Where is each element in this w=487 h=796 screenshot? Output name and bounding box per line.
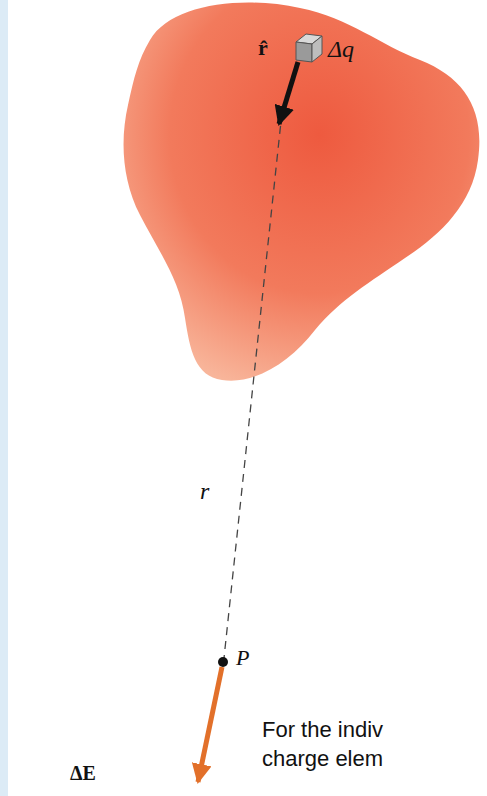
- charge-element-label: Δq: [328, 36, 354, 62]
- field-point: [218, 657, 228, 667]
- charge-distribution: [124, 3, 480, 381]
- caption-text: For the indiv charge elem: [262, 716, 422, 773]
- charge-element-cube: [296, 34, 322, 62]
- unit-vector-arrow: [279, 62, 298, 124]
- unit-vector-label: r̂: [258, 36, 268, 60]
- distance-label: r: [200, 478, 209, 504]
- field-label: ΔE: [70, 762, 96, 784]
- point-label: P: [236, 646, 249, 670]
- field-vector-arrow: [198, 667, 222, 782]
- side-strip: [0, 0, 8, 796]
- dashed-distance-line: [224, 112, 282, 658]
